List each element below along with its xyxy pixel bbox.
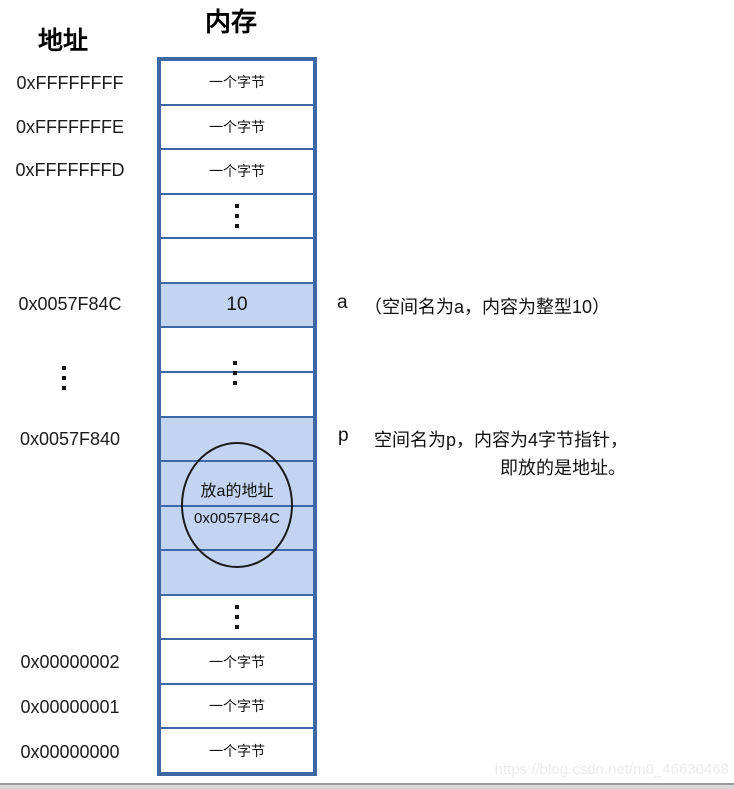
memory-cell-byte: 一个字节 bbox=[161, 61, 313, 104]
address-label-a: 0x0057F84C bbox=[18, 294, 122, 314]
cell-label: 一个字节 bbox=[209, 742, 265, 759]
memory-cell-empty bbox=[161, 326, 313, 371]
variable-p-description-line1: 空间名为p，内容为4字节指针， bbox=[374, 430, 629, 450]
memory-column: 一个字节 一个字节 一个字节 10 一个字节 一个字节 一个字节 bbox=[157, 57, 317, 776]
memory-cell-byte: 一个字节 bbox=[161, 103, 313, 149]
cell-label: 一个字节 bbox=[209, 74, 265, 91]
variable-p-label: p bbox=[338, 425, 349, 446]
pointer-content-circle: 放a的地址 0x0057F84C bbox=[181, 442, 293, 568]
address-column-title: 地址 bbox=[38, 27, 89, 55]
cell-label: 一个字节 bbox=[209, 698, 265, 715]
variable-a-label: a bbox=[337, 292, 348, 313]
memory-cell-ellipsis bbox=[161, 192, 313, 238]
vertical-ellipsis-icon bbox=[235, 201, 239, 231]
address-label-00000002: 0x00000002 bbox=[20, 652, 120, 672]
pointer-content-caption: 放a的地址 bbox=[200, 482, 274, 500]
vertical-ellipsis-icon bbox=[62, 363, 66, 393]
bottom-divider bbox=[0, 783, 734, 789]
memory-cell-variable-a: 10 bbox=[161, 281, 313, 327]
address-label-fffffffe: 0xFFFFFFFE bbox=[16, 117, 124, 137]
cell-label: 一个字节 bbox=[209, 653, 265, 670]
address-label-00000001: 0x00000001 bbox=[20, 697, 120, 717]
memory-cell-byte: 一个字节 bbox=[161, 727, 313, 772]
csdn-watermark: https://blog.csdn.net/m0_46630468 bbox=[494, 761, 729, 778]
memory-cell-byte: 一个字节 bbox=[161, 148, 313, 193]
address-label-p: 0x0057F840 bbox=[19, 429, 121, 449]
memory-cell-ellipsis bbox=[161, 593, 313, 639]
address-label-00000000: 0x00000000 bbox=[20, 742, 120, 762]
memory-column-title: 内存 bbox=[205, 7, 258, 37]
memory-cell-empty bbox=[161, 370, 313, 416]
vertical-ellipsis-icon bbox=[235, 602, 239, 632]
address-label-ffffffff: 0xFFFFFFFF bbox=[16, 73, 124, 93]
memory-cell-byte: 一个字节 bbox=[161, 682, 313, 728]
cell-label: 一个字节 bbox=[209, 163, 265, 180]
pointer-content-address: 0x0057F84C bbox=[194, 509, 280, 527]
memory-cell-byte: 一个字节 bbox=[161, 638, 313, 683]
cell-value: 10 bbox=[226, 294, 248, 316]
variable-a-description: （空间名为a，内容为整型10） bbox=[364, 297, 611, 317]
address-label-fffffffd: 0xFFFFFFFD bbox=[15, 160, 125, 180]
cell-label: 一个字节 bbox=[209, 118, 265, 135]
vertical-ellipsis-icon bbox=[233, 358, 237, 388]
memory-cell-empty bbox=[161, 237, 313, 282]
variable-p-description-line2: 即放的是地址。 bbox=[500, 458, 626, 478]
